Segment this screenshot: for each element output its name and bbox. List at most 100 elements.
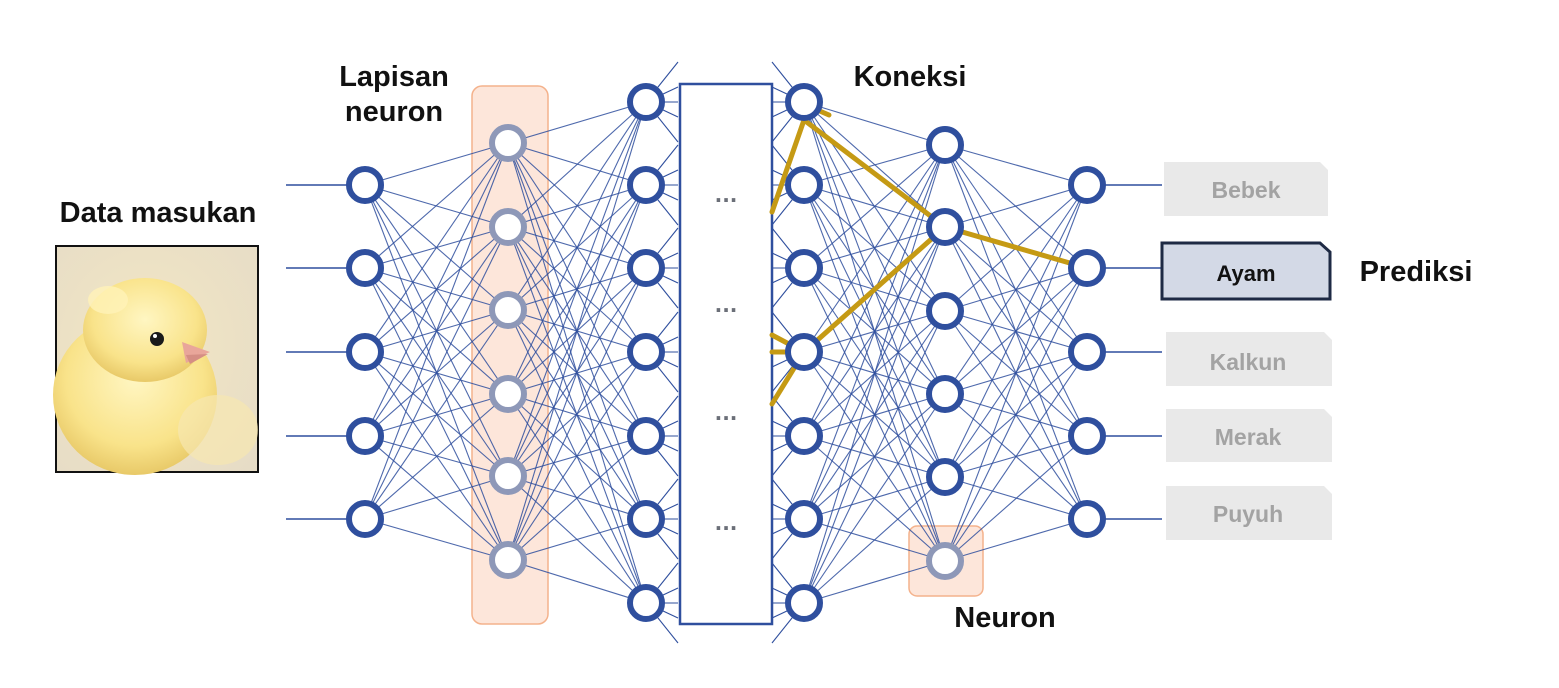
neuron-node <box>346 166 384 204</box>
output-option-merak: Merak <box>1166 409 1332 462</box>
neuron-node <box>926 208 964 246</box>
output-label-merak: Merak <box>1215 424 1282 450</box>
neuron-node <box>489 291 527 329</box>
neuron-node <box>785 584 823 622</box>
connection-line <box>364 142 509 269</box>
neuron-node <box>1068 417 1106 455</box>
neuron-node <box>1068 500 1106 538</box>
connection-line <box>944 144 1088 437</box>
neuron-node <box>489 375 527 413</box>
connection-line <box>803 226 946 269</box>
neuron-node <box>346 249 384 287</box>
neuron-node <box>926 126 964 164</box>
highlighted-connection <box>942 224 1090 271</box>
neuron-node <box>346 417 384 455</box>
neuron-node <box>627 417 665 455</box>
output-option-ayam: Ayam <box>1160 241 1332 301</box>
connection-line <box>507 184 647 561</box>
connection-line <box>507 435 647 561</box>
connection-line <box>803 226 946 604</box>
connection-line <box>944 184 1088 562</box>
output-option-bebek: Bebek <box>1164 162 1328 216</box>
connection-line <box>364 309 509 520</box>
hidden-ellipsis-2: ... <box>715 293 738 317</box>
hidden-ellipsis-4: ... <box>715 511 738 535</box>
connection-line <box>507 559 647 604</box>
neuron-node <box>785 500 823 538</box>
highlighted-connection <box>769 117 807 215</box>
connection-line <box>364 475 509 520</box>
neuron-layer-label-line1: Lapisan <box>339 61 449 93</box>
highlighted-connection <box>801 224 948 355</box>
connection-line <box>507 518 647 561</box>
connection-line <box>364 393 509 520</box>
connection-line <box>364 142 509 520</box>
neuron-layer-label-line2: neuron <box>345 96 443 128</box>
connection-line <box>364 518 509 561</box>
hidden-ellipsis-1: ... <box>715 183 738 207</box>
connection-line <box>507 267 647 561</box>
hidden-layers-box <box>678 82 774 626</box>
connection-line <box>364 142 509 437</box>
connection-line <box>803 101 946 146</box>
connection-line <box>803 144 946 353</box>
neurons <box>346 83 1106 622</box>
connection-line <box>803 144 946 269</box>
connections-label: Koneksi <box>854 61 967 93</box>
connection-line <box>507 101 647 311</box>
neuron-node <box>785 166 823 204</box>
connection-line <box>803 144 946 604</box>
highlighted-connection <box>801 117 948 230</box>
connection-line <box>944 184 1088 395</box>
hidden-ellipsis-3: ... <box>715 401 738 425</box>
connection-line <box>944 518 1088 562</box>
connection-line <box>803 560 946 604</box>
connection-line <box>364 142 509 353</box>
connection-lines <box>364 61 1088 644</box>
neuron-node <box>627 166 665 204</box>
output-label-bebek: Bebek <box>1211 177 1280 203</box>
neuron-node <box>627 333 665 371</box>
connection-line <box>944 144 1088 186</box>
output-option-kalkun: Kalkun <box>1166 332 1332 386</box>
neuron-node <box>489 124 527 162</box>
neuron-node <box>926 542 964 580</box>
neuron-node <box>489 457 527 495</box>
neuron-node <box>785 249 823 287</box>
neuron-node <box>489 208 527 246</box>
neuron-node <box>785 333 823 371</box>
input-data-label: Data masukan <box>60 197 257 229</box>
neuron-node <box>627 584 665 622</box>
connection-line <box>364 226 509 520</box>
neuron-node <box>346 500 384 538</box>
neuron-node <box>926 458 964 496</box>
connection-line <box>803 310 946 604</box>
output-label-kalkun: Kalkun <box>1210 349 1287 375</box>
connection-line <box>803 476 946 604</box>
connection-line <box>507 351 647 561</box>
connection-line <box>507 101 647 561</box>
connection-line <box>364 142 509 186</box>
output-label-puyuh: Puyuh <box>1213 501 1283 527</box>
connection-line <box>944 184 1088 228</box>
output-option-puyuh: Puyuh <box>1166 486 1332 540</box>
neuron-node <box>785 83 823 121</box>
neuron-node <box>627 500 665 538</box>
neuron-node <box>627 249 665 287</box>
connection-line <box>944 184 1088 478</box>
connection-line <box>803 144 946 186</box>
connection-line <box>507 101 647 228</box>
neuron-node <box>1068 249 1106 287</box>
connection-line <box>507 101 647 144</box>
connection-line <box>944 435 1088 562</box>
neuron-node <box>926 375 964 413</box>
connection-line <box>944 351 1088 562</box>
neuron-node <box>1068 333 1106 371</box>
neuron-node <box>346 333 384 371</box>
neuron-node <box>489 541 527 579</box>
neuron-node <box>926 292 964 330</box>
neuron-node <box>1068 166 1106 204</box>
prediction-label: Prediksi <box>1360 256 1473 288</box>
connection-line <box>944 267 1088 562</box>
